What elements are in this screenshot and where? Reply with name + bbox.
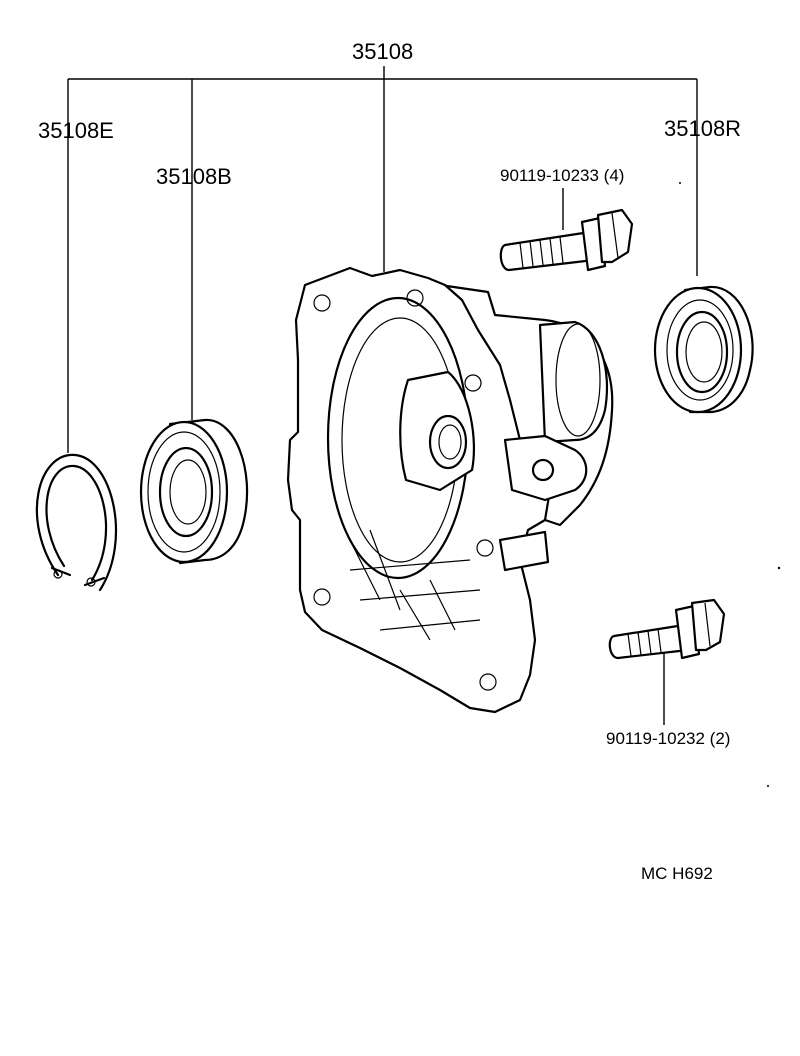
leader-lines bbox=[67, 66, 698, 725]
bolt-lower bbox=[608, 598, 726, 660]
label-bolt-upper: 90119-10233 (4) bbox=[500, 166, 624, 185]
transfer-housing bbox=[286, 266, 614, 714]
figure-code: MC H692 bbox=[641, 864, 713, 883]
snap-ring bbox=[35, 453, 118, 592]
label-35108r: 35108R bbox=[664, 116, 741, 141]
oil-seal bbox=[653, 285, 754, 414]
ball-bearing bbox=[139, 418, 249, 565]
bolt-upper bbox=[499, 208, 634, 272]
label-35108e: 35108E bbox=[38, 118, 114, 143]
label-35108b: 35108B bbox=[156, 164, 232, 189]
label-35108: 35108 bbox=[352, 39, 413, 64]
label-bolt-lower: 90119-10232 (2) bbox=[606, 729, 730, 748]
speck-marks bbox=[679, 182, 781, 787]
